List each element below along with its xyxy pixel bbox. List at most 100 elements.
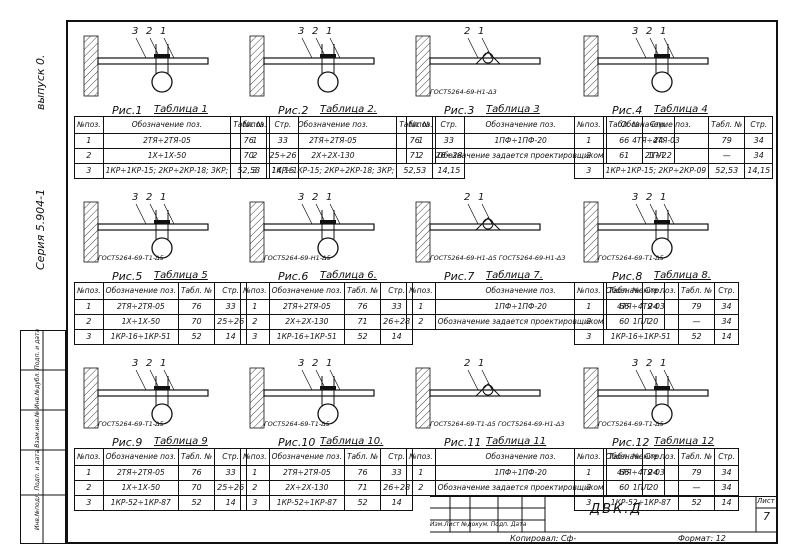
table-cell: 34 [714, 314, 739, 330]
figure-caption: Рис.2 [278, 104, 309, 117]
table-cell: 1 [406, 133, 436, 149]
column-header: №поз. [574, 448, 604, 466]
table-cell: 3 [574, 329, 604, 345]
column-header: Обозначение поз. [602, 116, 710, 134]
table-cell: 1КР-52÷1КР-87 [268, 495, 345, 511]
sheet-frame [66, 20, 778, 544]
column-header: №поз. [406, 116, 436, 134]
table-cell: 2ТЯ÷2ТЯ-05 [102, 465, 179, 481]
item-label: 3 [632, 358, 639, 369]
column-header: №поз. [240, 282, 270, 300]
table-cell: 2 [74, 148, 104, 164]
item-label: 1 [160, 26, 167, 37]
table-cell: 2ТЯ÷2ТЯ-05 [268, 465, 345, 481]
item-label: 1 [660, 358, 667, 369]
column-header: Табл. № [677, 448, 716, 466]
table-cell: 2 [406, 148, 436, 164]
item-label: 2 [646, 26, 653, 37]
table-cell: 52 [177, 329, 216, 345]
column-header: Табл. № [177, 448, 216, 466]
weld-note: ГОСТ5264-69-Т1-Δ5 [598, 254, 664, 262]
item-label: 2 [646, 358, 653, 369]
weld-note: ГОСТ5264-69-Н1-Δ5 [264, 254, 331, 262]
item-label: 1 [326, 192, 333, 203]
table-cell: 3 [74, 329, 104, 345]
table-cell: Обозначение задается проектировщиком [434, 314, 607, 330]
support-drawing [415, 201, 541, 263]
table-cell: 2ТЯ÷2ТЯ-05 [102, 299, 179, 315]
column-header: №поз. [574, 282, 604, 300]
table-cell: 52 [343, 495, 382, 511]
column-header: №поз. [240, 448, 270, 466]
left-stamp-grid [20, 330, 66, 544]
figure-caption: Рис.7 [444, 270, 475, 283]
table-caption: Таблица 5 [154, 270, 208, 281]
table-cell: 4ТЯ÷4ТЯ-03 [602, 133, 710, 149]
table-cell: 1 [74, 133, 104, 149]
table-caption: Таблица 6. [320, 270, 377, 281]
table-cell: 2Х÷2Х-130 [268, 148, 398, 164]
table-cell: 1КР-52÷1КР-87 [102, 495, 179, 511]
table-cell: 2 [240, 148, 270, 164]
title-block-labels: Изм.Лист №докум. Подп. Дата [430, 521, 527, 528]
table-cell: 52 [343, 329, 382, 345]
column-header: Табл. № [708, 116, 746, 134]
table-cell: 70 [177, 314, 216, 330]
figure-caption: Рис.11 [444, 436, 482, 449]
table-caption: Таблица 2. [320, 104, 377, 115]
table-cell: 2 [574, 314, 604, 330]
table-cell: 2 [406, 314, 436, 330]
copied-by: Копировал: Сф- [510, 534, 577, 543]
table-cell: 2Х÷2Х-130 [268, 480, 345, 496]
column-header: Стр. [714, 282, 739, 300]
support-drawing [415, 35, 541, 97]
table-cell: 14 [214, 329, 248, 345]
table-cell: 1КР-16÷1КР-51 [268, 329, 345, 345]
column-header: №поз. [74, 448, 104, 466]
table-cell: 2ТЯ÷2ТЯ-05 [268, 133, 398, 149]
item-label: 2 [146, 26, 153, 37]
column-header: Обозначение поз. [268, 116, 398, 134]
support-drawing [249, 201, 375, 263]
support-drawing [583, 201, 709, 263]
document-code: ДВК.Д [590, 502, 643, 517]
table-cell: 3 [240, 329, 270, 345]
figure-caption: Рис.4 [612, 104, 643, 117]
weld-note: ГОСТ5264-69-Т1-Δ5 [598, 420, 664, 428]
table-cell: 1 [574, 133, 604, 149]
column-header: Табл. № [177, 282, 216, 300]
table-cell: 2 [574, 480, 604, 496]
table-cell: 1Х÷1Х-50 [102, 148, 232, 164]
column-header: Обозначение поз. [602, 282, 679, 300]
item-label: 1 [160, 192, 167, 203]
table-cell: 79 [677, 465, 716, 481]
support-drawing [83, 35, 209, 97]
table-cell: 3 [574, 163, 604, 179]
table-cell: 1КР÷1КР-15; 2КР÷2КР-09 [602, 163, 710, 179]
table-caption: Таблица 9 [154, 436, 208, 447]
table-cell: 52 [677, 329, 716, 345]
item-label: 1 [478, 358, 485, 369]
item-label: 2 [646, 192, 653, 203]
table-cell: 76 [177, 299, 216, 315]
table-cell: 2 [74, 314, 104, 330]
weld-note: ГОСТ5264-69-Т1-Δ5 [264, 420, 330, 428]
item-label: 2 [312, 192, 319, 203]
